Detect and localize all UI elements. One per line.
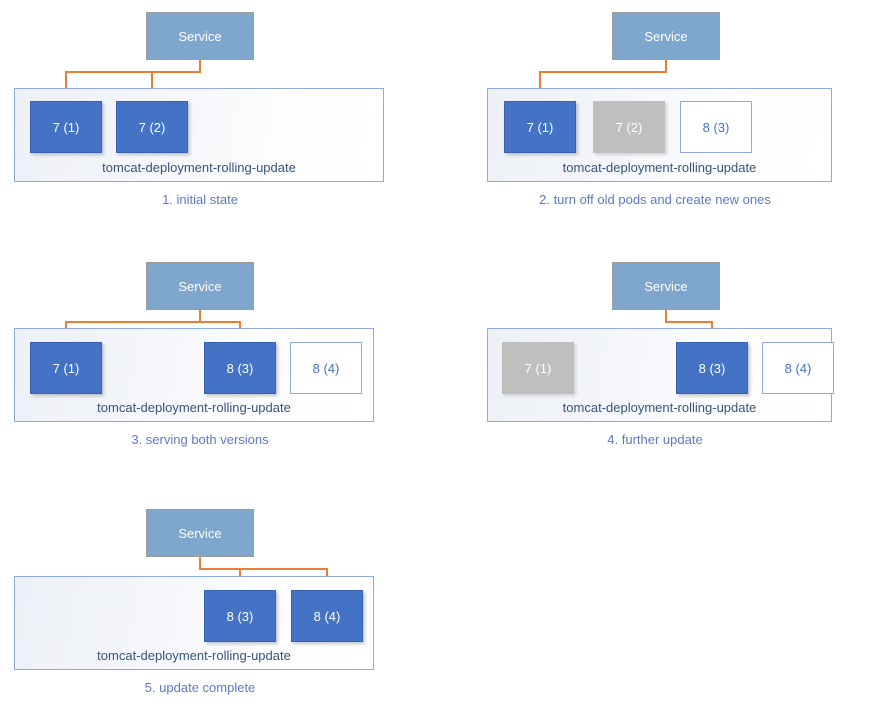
panel-caption-text: 1. initial state <box>162 192 238 207</box>
service-box: Service <box>146 12 254 60</box>
panel-caption-text: 4. further update <box>607 432 703 447</box>
deployment-label: tomcat-deployment-rolling-update <box>97 648 291 663</box>
pod-label: 8 (4) <box>312 360 340 376</box>
service-label: Service <box>178 28 222 44</box>
service-label: Service <box>178 278 222 294</box>
pod-box[interactable]: 8 (3) <box>204 342 276 394</box>
pod-label: 8 (4) <box>313 608 341 624</box>
pod-box[interactable]: 8 (3) <box>676 342 748 394</box>
panel-caption-text: 2. turn off old pods and create new ones <box>539 192 771 207</box>
panel-caption: 1. initial state <box>0 192 400 207</box>
pod-box[interactable]: 8 (3) <box>680 101 752 153</box>
service-label: Service <box>644 278 688 294</box>
pod-box[interactable]: 8 (4) <box>291 590 363 642</box>
panel-caption-text: 3. serving both versions <box>131 432 269 447</box>
pod-box[interactable]: 7 (1) <box>30 101 102 153</box>
pod-label: 8 (3) <box>226 608 254 624</box>
deployment-label: tomcat-deployment-rolling-update <box>97 400 291 415</box>
pod-label: 8 (4) <box>784 360 812 376</box>
pod-label: 8 (3) <box>226 360 254 376</box>
service-label: Service <box>178 525 222 541</box>
panel-caption: 5. update complete <box>0 680 400 695</box>
pod-box[interactable]: 7 (1) <box>504 101 576 153</box>
panel-initial-state: Service tomcat-deployment-rolling-update… <box>0 0 400 230</box>
pod-label: 7 (1) <box>52 119 80 135</box>
panel-further-update: Service tomcat-deployment-rolling-update… <box>440 252 870 467</box>
pod-box[interactable]: 7 (1) <box>502 342 574 394</box>
pod-label: 7 (1) <box>524 360 552 376</box>
service-label: Service <box>644 28 688 44</box>
deployment-label: tomcat-deployment-rolling-update <box>562 400 757 415</box>
pod-box[interactable]: 8 (3) <box>204 590 276 642</box>
panel-caption: 3. serving both versions <box>0 432 400 447</box>
pod-label: 8 (3) <box>698 360 726 376</box>
panel-caption: 2. turn off old pods and create new ones <box>440 192 870 207</box>
panel-update-complete: Service tomcat-deployment-rolling-update… <box>0 500 400 718</box>
panel-caption-text: 5. update complete <box>144 680 256 695</box>
pod-label: 7 (1) <box>52 360 80 376</box>
deployment-label: tomcat-deployment-rolling-update <box>562 160 757 175</box>
panel-caption: 4. further update <box>440 432 870 447</box>
panel-turn-off-old-pods: Service tomcat-deployment-rolling-update… <box>440 0 870 230</box>
service-box: Service <box>612 262 720 310</box>
deployment-label: tomcat-deployment-rolling-update <box>102 160 296 175</box>
service-box: Service <box>146 262 254 310</box>
pod-box[interactable]: 7 (2) <box>593 101 665 153</box>
service-box: Service <box>146 509 254 557</box>
pod-box[interactable]: 8 (4) <box>762 342 834 394</box>
pod-box[interactable]: 7 (2) <box>116 101 188 153</box>
panel-serving-both-versions: Service tomcat-deployment-rolling-update… <box>0 252 400 467</box>
pod-box[interactable]: 7 (1) <box>30 342 102 394</box>
service-box: Service <box>612 12 720 60</box>
pod-label: 8 (3) <box>702 119 730 135</box>
pod-label: 7 (2) <box>138 119 166 135</box>
pod-label: 7 (2) <box>615 119 643 135</box>
pod-label: 7 (1) <box>526 119 554 135</box>
pod-box[interactable]: 8 (4) <box>290 342 362 394</box>
